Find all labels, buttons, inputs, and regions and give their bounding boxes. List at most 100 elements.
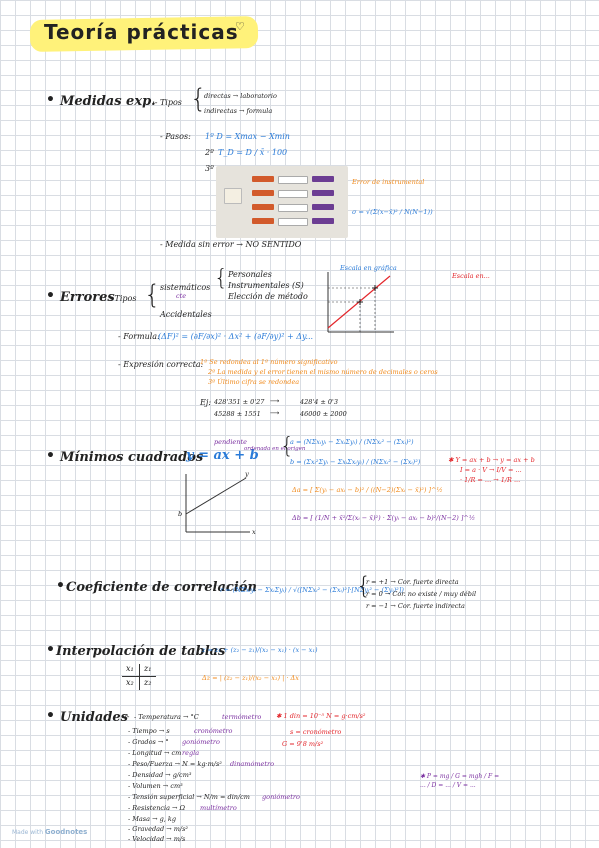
chart-note: Escala en... bbox=[452, 272, 490, 280]
unit-note: termómetro bbox=[222, 713, 262, 721]
photo-chip bbox=[278, 190, 308, 198]
arrow-right-icon: ⟶ bbox=[270, 409, 280, 417]
tbl-z2: z₂ bbox=[144, 678, 152, 687]
regla-1: 1º Se redondea al 1º número significativ… bbox=[200, 358, 338, 366]
r-zero: r ≃ 0 → Cor. no existe / muy débil bbox=[366, 590, 477, 598]
side-note-3: · 1/R = ... → 1/R ... bbox=[460, 476, 521, 484]
b-equation: b = (Σxᵢ²Σyᵢ − ΣxᵢΣxᵢyᵢ) / (NΣxᵢ² − (Σxᵢ… bbox=[290, 458, 421, 466]
instrument-photo bbox=[216, 166, 348, 238]
tbl-x1: x₁ bbox=[126, 664, 134, 673]
photo-chip bbox=[278, 176, 308, 184]
plot-y-label: y bbox=[245, 470, 249, 478]
unit-item: - Peso/Fuerza → N = kg·m/s² bbox=[128, 760, 222, 768]
photo-chip bbox=[278, 218, 308, 226]
unit-item: - Velocidad → m/s bbox=[128, 835, 186, 843]
photo-chip bbox=[312, 190, 334, 196]
photo-chip bbox=[312, 218, 334, 224]
unit-note: dinamómetro bbox=[230, 760, 275, 768]
unit-item: - Grados → ° bbox=[128, 738, 169, 746]
pasos-label: - Pasos: bbox=[160, 132, 191, 141]
correlacion-heading: Coeficiente de correlación bbox=[66, 580, 257, 595]
unit-purple-note: ✱ P = mg / G = mgh / F = ... / D = ... /… bbox=[420, 773, 500, 789]
errores-heading: Errores bbox=[60, 290, 115, 305]
tbl-divider bbox=[139, 664, 140, 690]
unit-note: multímetro bbox=[200, 804, 237, 812]
unit-item: - Gravedad → m/s² bbox=[128, 825, 189, 833]
unit-item: - Resistencia → Ω bbox=[128, 804, 185, 812]
least-squares-svg bbox=[185, 474, 250, 533]
errores-tipos: : - Tipos bbox=[104, 294, 137, 303]
paso-2-prefix: 2º bbox=[205, 148, 214, 157]
least-squares-plot bbox=[180, 470, 254, 542]
r-negative: r ≃ −1 → Cor. fuerte indirecta bbox=[366, 602, 465, 610]
tbl-divider bbox=[122, 676, 156, 677]
unit-note: cronómetro bbox=[194, 727, 233, 735]
goodnotes-logo: Made with Goodnotes bbox=[12, 828, 87, 836]
errores-instrumentales: Instrumentales (S) bbox=[228, 281, 304, 290]
unit-item: - Volumen → cm³ bbox=[128, 782, 183, 790]
errores-accidentales: Accidentales bbox=[160, 310, 212, 319]
ej-label: Ej: bbox=[200, 398, 212, 407]
photo-chip bbox=[252, 204, 274, 210]
regla-3: 3º Último cifra se redondea bbox=[208, 378, 300, 386]
medidas-directas: directas → laboratorio bbox=[204, 92, 277, 100]
error-chart-svg bbox=[327, 272, 394, 333]
plot-b-label: b bbox=[178, 510, 183, 518]
brace-icon: { bbox=[356, 572, 372, 600]
a-equation: a = (NΣxᵢyᵢ − ΣxᵢΣyᵢ) / (NΣxᵢ² − (Σxᵢ)²) bbox=[290, 438, 414, 446]
arrow-right-icon: ⟶ bbox=[270, 397, 280, 405]
minimos-heading: Mínimos cuadrados bbox=[60, 450, 204, 465]
unit-item: - Longitud → cm bbox=[128, 749, 182, 757]
photo-chip bbox=[312, 204, 334, 210]
tbl-z1: z₁ bbox=[144, 664, 152, 673]
interpolacion-delta: Δz = | (z₂ − z₁)/(x₂ − x₁) | · Δx bbox=[202, 674, 299, 682]
photo-note-error: Error de instrumental bbox=[352, 178, 425, 186]
expresion-label: - Expresión correcta: bbox=[118, 360, 204, 369]
brace-icon: { bbox=[190, 84, 207, 114]
ej2-left: 45288 ± 1551 bbox=[214, 410, 261, 418]
unit-item: - Densidad → g/cm³ bbox=[128, 771, 192, 779]
side-note-2: I = a · V → I/V = ... bbox=[460, 466, 522, 474]
errores-sistematicos: sistemáticos bbox=[160, 283, 211, 292]
photo-chip bbox=[252, 190, 274, 196]
side-note-1: ✱ Y = ax + b → y = ax + b bbox=[448, 456, 535, 464]
paso-2-formula: T_D = D / x̄ · 100 bbox=[218, 148, 288, 157]
brace-icon: { bbox=[144, 280, 161, 310]
brace-icon: { bbox=[280, 434, 294, 459]
brand-label: Goodnotes bbox=[44, 828, 88, 836]
paso-3-prefix: 3º bbox=[205, 164, 214, 173]
unit-note: regla bbox=[182, 749, 200, 757]
plot-x-label: x bbox=[252, 528, 256, 536]
photo-chip bbox=[278, 204, 308, 212]
ej1-right: 428'4 ± 0'3 bbox=[300, 398, 338, 406]
medidas-heading: Medidas exp. bbox=[60, 94, 156, 109]
bullet-icon: • bbox=[56, 578, 65, 594]
errores-personales: Personales bbox=[228, 270, 272, 279]
r-positive: r ≃ +1 → Cor. fuerte directa bbox=[366, 578, 459, 586]
unit-note: goniómetro bbox=[182, 738, 220, 746]
bullet-icon: • bbox=[46, 708, 55, 724]
unit-red-note-2: s = cronómetro bbox=[290, 728, 342, 736]
formula-label: - Formula: bbox=[118, 332, 160, 341]
unidades-colon: :- bbox=[124, 712, 130, 721]
bullet-icon: • bbox=[46, 92, 55, 108]
errores-eleccion: Elección de método bbox=[228, 292, 308, 301]
page-title: Teoría prácticas bbox=[44, 20, 239, 44]
bullet-icon: • bbox=[46, 448, 55, 464]
photo-chip bbox=[312, 176, 334, 182]
error-chart bbox=[320, 268, 398, 348]
tbl-x2: x₂ bbox=[126, 678, 134, 687]
unit-item: - Tensión superficial → N/m = din/cm bbox=[128, 793, 250, 801]
ej2-right: 46000 ± 2000 bbox=[300, 410, 347, 418]
paso-1: 1º D = Xmax − Xmin bbox=[205, 132, 290, 141]
photo-chip bbox=[252, 176, 274, 182]
medidas-tipos: :- Tipos bbox=[152, 98, 182, 107]
delta-a: Δa = [ Σ(yᵢ − axᵢ − b)² / ((N−2)(Σxᵢ − x… bbox=[292, 486, 443, 494]
regla-2: 2º La medida y el error tienen el mismo … bbox=[208, 368, 438, 376]
error-formula: (ΔF)² = (∂F/∂x)² · Δx² + (∂F/∂y)² + Δy..… bbox=[158, 332, 314, 341]
unidades-heading: Unidades bbox=[60, 710, 128, 725]
photo-note-formula: σ = √(Σ(x−x̄)² / N(N−1)) bbox=[352, 208, 433, 216]
unit-note: goniómetro bbox=[262, 793, 300, 801]
interpolacion-eq: z = z₁ + (z₂ − z₁)/(x₂ − x₁) · (x − x₁) bbox=[202, 646, 318, 654]
photo-card bbox=[224, 188, 242, 204]
